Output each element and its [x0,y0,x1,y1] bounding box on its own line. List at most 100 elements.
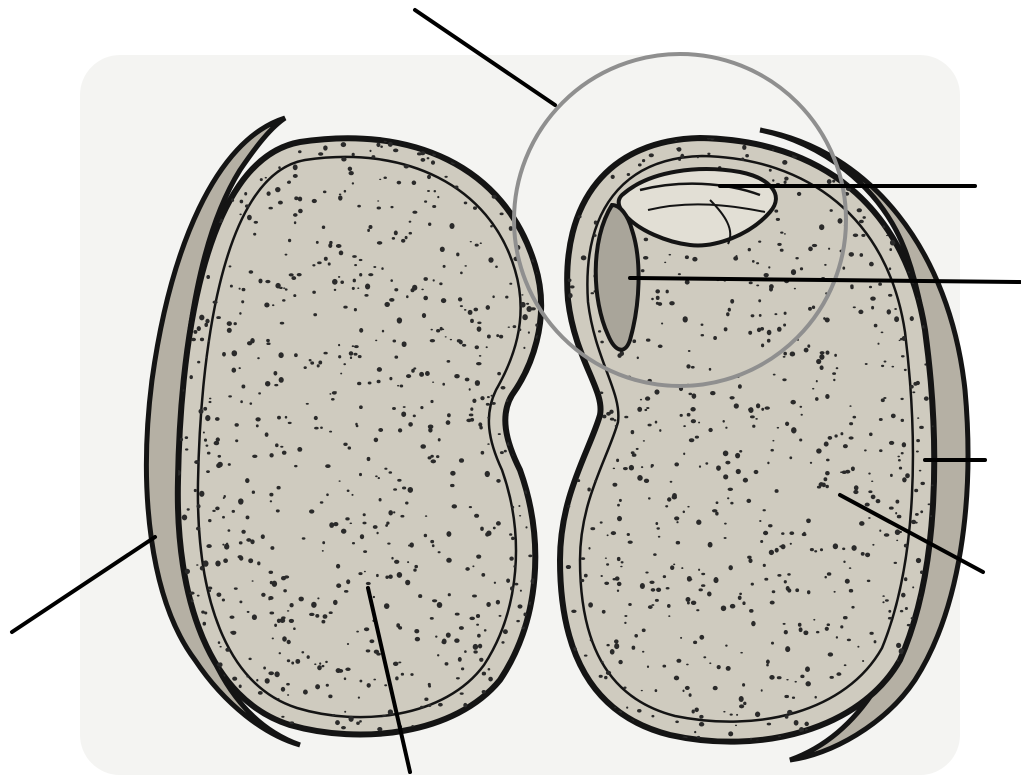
speckle-dot [421,158,426,162]
speckle-dot [408,545,410,547]
speckle-dot [883,397,886,399]
speckle-dot [772,179,774,181]
speckle-dot [239,600,242,603]
speckle-dot [332,279,338,285]
speckle-dot [655,522,658,525]
speckle-dot [607,534,609,536]
speckle-dot [274,384,278,386]
speckle-dot [405,580,410,586]
speckle-dot [909,385,913,389]
speckle-dot [590,639,592,642]
speckle-dot [312,291,316,294]
speckle-dot [845,579,850,584]
speckle-dot [252,580,254,582]
speckle-dot [367,683,371,688]
speckle-dot [196,527,200,531]
speckle-dot [189,375,192,379]
speckle-dot [789,531,794,535]
speckle-dot [418,594,422,598]
speckle-dot [599,391,603,394]
speckle-dot [396,623,400,627]
speckle-dot [239,312,241,315]
speckle-dot [438,438,441,441]
speckle-dot [240,400,243,403]
speckle-dot [824,264,827,266]
speckle-dot [323,614,328,619]
speckle-dot [476,555,481,559]
speckle-dot [258,691,263,695]
speckle-dot [759,314,762,317]
speckle-dot [694,731,696,733]
speckle-dot [790,400,795,405]
speckle-dot [834,434,837,437]
speckle-dot [322,665,325,667]
speckle-dot [356,425,359,428]
speckle-dot [422,313,426,318]
speckle-dot [816,631,819,634]
speckle-dot [373,525,378,529]
speckle-dot [728,731,733,736]
speckle-dot [853,234,858,238]
speckle-dot [786,679,788,680]
speckle-dot [920,571,923,575]
speckle-dot [617,582,622,586]
speckle-dot [742,145,746,150]
speckle-dot [854,485,859,490]
speckle-dot [724,523,727,525]
speckle-dot [335,720,340,725]
speckle-dot [708,428,712,432]
speckle-dot [699,722,704,727]
speckle-dot [431,160,435,164]
speckle-dot [730,604,736,609]
speckle-dot [784,630,788,634]
speckle-dot [716,465,721,470]
speckle-dot [658,302,663,306]
speckle-dot [920,482,925,485]
speckle-dot [216,316,221,319]
speckle-dot [375,475,378,477]
speckle-dot [522,314,528,320]
speckle-dot [250,402,253,404]
speckle-dot [605,558,607,559]
speckle-dot [349,171,354,175]
speckle-dot [257,561,260,565]
speckle-dot [384,603,390,609]
speckle-dot [824,442,829,447]
speckle-dot [810,548,814,551]
speckle-dot [785,714,789,718]
speckle-dot [219,646,221,648]
speckle-dot [919,470,921,472]
speckle-dot [226,543,228,546]
speckle-dot [352,345,354,347]
speckle-dot [594,221,598,225]
speckle-dot [277,698,279,700]
speckle-dot [389,298,394,302]
speckle-dot [898,459,901,462]
speckle-dot [421,289,424,291]
speckle-dot [352,287,355,290]
speckle-dot [277,619,281,623]
speckle-dot [780,249,784,252]
speckle-dot [265,177,267,179]
speckle-dot [772,590,776,593]
speckle-dot [613,468,615,470]
speckle-dot [676,659,681,663]
speckle-dot [843,561,845,564]
speckle-dot [769,169,772,172]
speckle-dot [526,303,529,305]
speckle-dot [477,322,481,325]
speckle-dot [828,436,833,440]
speckle-dot [829,676,833,679]
speckle-dot [364,294,368,297]
speckle-dot [615,425,618,427]
speckle-dot [419,372,424,377]
speckle-dot [644,409,647,411]
speckle-dot [677,147,682,152]
speckle-dot [281,687,285,692]
speckle-dot [359,273,362,277]
speckle-dot [480,396,484,400]
speckle-dot [205,415,210,421]
speckle-dot [902,442,906,447]
speckle-dot [824,477,828,481]
speckle-dot [402,487,406,490]
